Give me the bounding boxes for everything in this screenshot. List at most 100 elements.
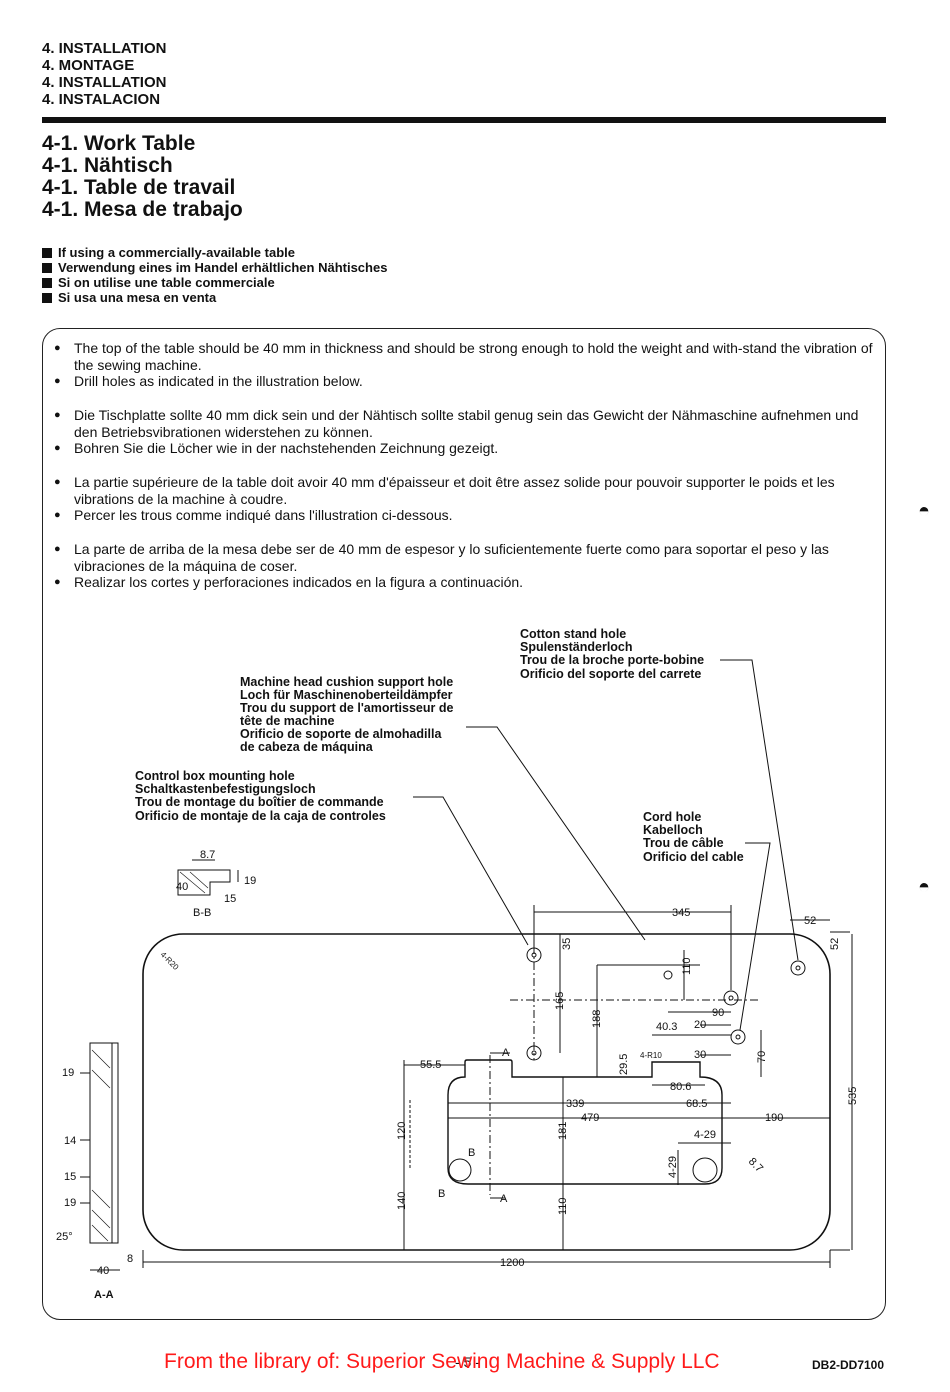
square-bullet-icon: [42, 277, 52, 288]
dim-label: 8.7: [200, 849, 215, 861]
callout-cord: Trou de câble: [643, 836, 724, 850]
callout-cotton: Cotton stand hole: [520, 627, 626, 641]
subheading: If using a commercially-available table: [58, 245, 295, 260]
section-title: 4-1. Work Table 4-1. Nähtisch 4-1. Table…: [42, 133, 243, 221]
callout-cushion: tête de machine: [240, 714, 335, 728]
dim-label: 165: [554, 992, 566, 1010]
dim-label: 15: [224, 893, 236, 905]
section-line: 4-1. Nähtisch: [42, 154, 173, 177]
dim-label: 29.5: [618, 1054, 630, 1075]
dim-label: 90: [712, 1007, 724, 1019]
instruction-item: Bohren Sie die Löcher wie in der nachste…: [54, 440, 874, 457]
dim-label: 345: [672, 907, 690, 919]
square-bullet-icon: [42, 292, 52, 303]
dim-label: 140: [396, 1192, 408, 1210]
margin-mark-icon: ◓: [918, 876, 931, 898]
instruction-item: Drill holes as indicated in the illustra…: [54, 373, 874, 390]
dim-label: 110: [557, 1197, 569, 1215]
section-label: A: [500, 1193, 508, 1205]
section-line: 4-1. Work Table: [42, 132, 196, 155]
callout-cord: Cord hole: [643, 810, 701, 824]
subheadings: If using a commercially-available table …: [42, 245, 387, 305]
section-label: B: [438, 1188, 445, 1200]
dim-label: 181: [557, 1122, 569, 1140]
chapter-heading: 4. INSTALLATION 4. MONTAGE 4. INSTALLATI…: [42, 40, 166, 108]
dim-label: 19: [62, 1067, 74, 1079]
dim-label: 52: [829, 938, 841, 950]
dim-label: 535: [847, 1087, 859, 1105]
dim-label: 4-29: [667, 1156, 679, 1178]
instruction-item: La parte de arriba de la mesa debe ser d…: [54, 541, 874, 574]
subheading: Si usa una mesa en venta: [58, 290, 217, 305]
dim-label: 52: [804, 915, 816, 927]
dim-label: 479: [581, 1112, 599, 1124]
dim-label: 30: [694, 1049, 706, 1061]
chapter-line: 4. MONTAGE: [42, 57, 135, 74]
instruction-item: Realizar los cortes y perforaciones indi…: [54, 574, 874, 591]
dim-label: 14: [64, 1135, 76, 1147]
dim-label: 120: [396, 1122, 408, 1140]
heading-rule: [42, 117, 886, 123]
square-bullet-icon: [42, 247, 52, 258]
instruction-item: Die Tischplatte sollte 40 mm dick sein u…: [54, 407, 874, 440]
dim-label: 68.5: [686, 1098, 707, 1110]
callout-control: Orificio de montaje de la caja de contro…: [135, 809, 386, 823]
chapter-line: 4. INSTALACION: [42, 91, 161, 108]
instruction-item: Percer les trous comme indiqué dans l'il…: [54, 507, 874, 524]
square-bullet-icon: [42, 262, 52, 273]
instruction-item: The top of the table should be 40 mm in …: [54, 340, 874, 373]
section-line: 4-1. Mesa de trabajo: [42, 198, 243, 221]
dim-label: 8.7: [746, 1156, 765, 1175]
section-label: B-B: [193, 907, 211, 919]
instruction-box: [42, 328, 886, 1320]
callout-cushion: Trou du support de l'amortisseur de: [240, 701, 453, 715]
dim-label: 40: [176, 881, 188, 893]
dim-label: 25°: [56, 1231, 73, 1243]
instruction-item: La partie supérieure de la table doit av…: [54, 474, 874, 507]
subheading: Verwendung eines im Handel erhältlichen …: [58, 260, 388, 275]
dim-label: 339: [566, 1098, 584, 1110]
page-number: - 5 -: [455, 1354, 480, 1370]
section-line: 4-1. Table de travail: [42, 176, 236, 199]
dim-label: 40: [97, 1265, 109, 1277]
callout-cotton: Spulenständerloch: [520, 640, 633, 654]
dim-label: 40.3: [656, 1021, 677, 1033]
instructions-es: La parte de arriba de la mesa debe ser d…: [54, 541, 874, 591]
callout-control: Trou de montage du boîtier de commande: [135, 795, 384, 809]
dim-label: 19: [64, 1197, 76, 1209]
dim-label: 1200: [500, 1257, 524, 1269]
instructions-de: Die Tischplatte sollte 40 mm dick sein u…: [54, 407, 874, 457]
chapter-line: 4. INSTALLATION: [42, 40, 167, 57]
dim-label: 20: [694, 1019, 706, 1031]
dim-label: 4-R10: [640, 1051, 662, 1060]
dim-label: 70: [756, 1051, 768, 1063]
dim-label: 4-R20: [159, 950, 181, 972]
margin-mark-icon: ◓: [918, 500, 931, 522]
dim-label: 8: [127, 1253, 133, 1265]
table-outline: [142, 933, 831, 1251]
section-label: A-A: [94, 1289, 114, 1301]
callout-control: Control box mounting hole: [135, 769, 295, 783]
section-label: B: [468, 1147, 475, 1159]
machine-cutout: [447, 1059, 723, 1185]
callout-cushion: Orificio de soporte de almohadilla: [240, 727, 442, 741]
dim-label: 15: [64, 1171, 76, 1183]
dim-label: 110: [681, 957, 693, 975]
chapter-line: 4. INSTALLATION: [42, 74, 167, 91]
dim-label: 188: [591, 1010, 603, 1028]
callout-cushion: de cabeza de máquina: [240, 740, 374, 754]
dim-label: 190: [765, 1112, 783, 1124]
callout-cotton: Trou de la broche porte-bobine: [520, 653, 704, 667]
callout-cushion: Loch für Maschinenoberteildämpfer: [240, 688, 453, 702]
subheading: Si on utilise une table commerciale: [58, 275, 275, 290]
dim-label: 80.6: [670, 1081, 691, 1093]
callout-cotton: Orificio del soporte del carrete: [520, 667, 701, 681]
callout-cord: Orificio del cable: [643, 850, 744, 864]
dim-label: 55.5: [420, 1059, 441, 1071]
section-label: A: [502, 1047, 510, 1059]
callout-cushion: Machine head cushion support hole: [240, 675, 453, 689]
instructions-fr: La partie supérieure de la table doit av…: [54, 474, 874, 524]
callout-cord: Kabelloch: [643, 823, 703, 837]
library-watermark: From the library of: Superior Sewing Mac…: [164, 1350, 720, 1373]
callout-control: Schaltkastenbefestigungsloch: [135, 782, 316, 796]
